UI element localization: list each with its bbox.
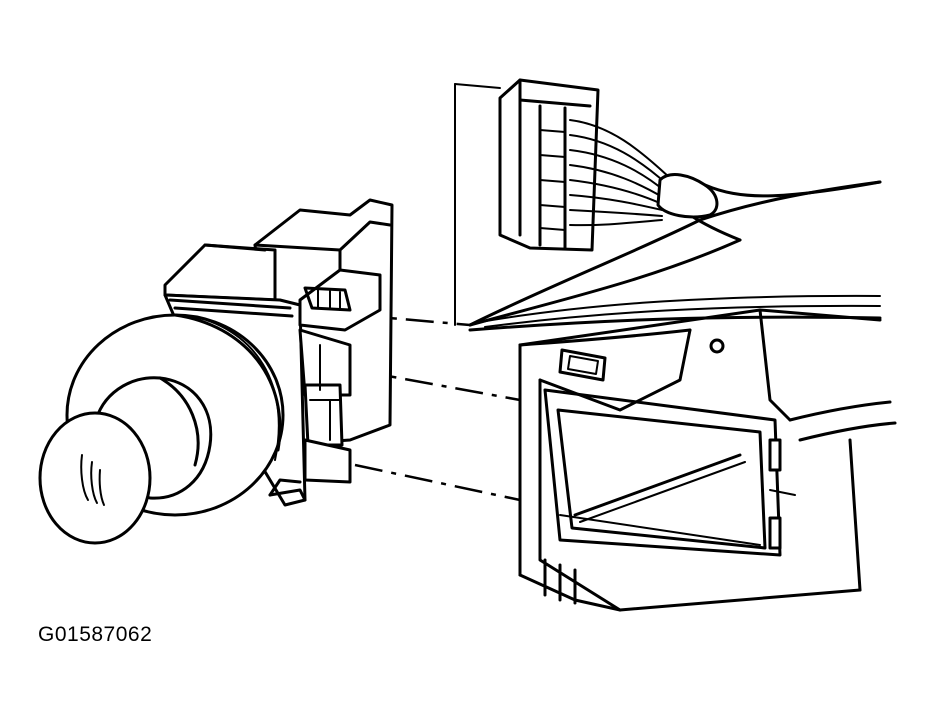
headlamp-switch-knob [38,313,285,545]
instrument-panel [468,180,897,612]
figure-code: G01587062 [38,623,153,646]
wiring-harness-connector [454,78,882,326]
